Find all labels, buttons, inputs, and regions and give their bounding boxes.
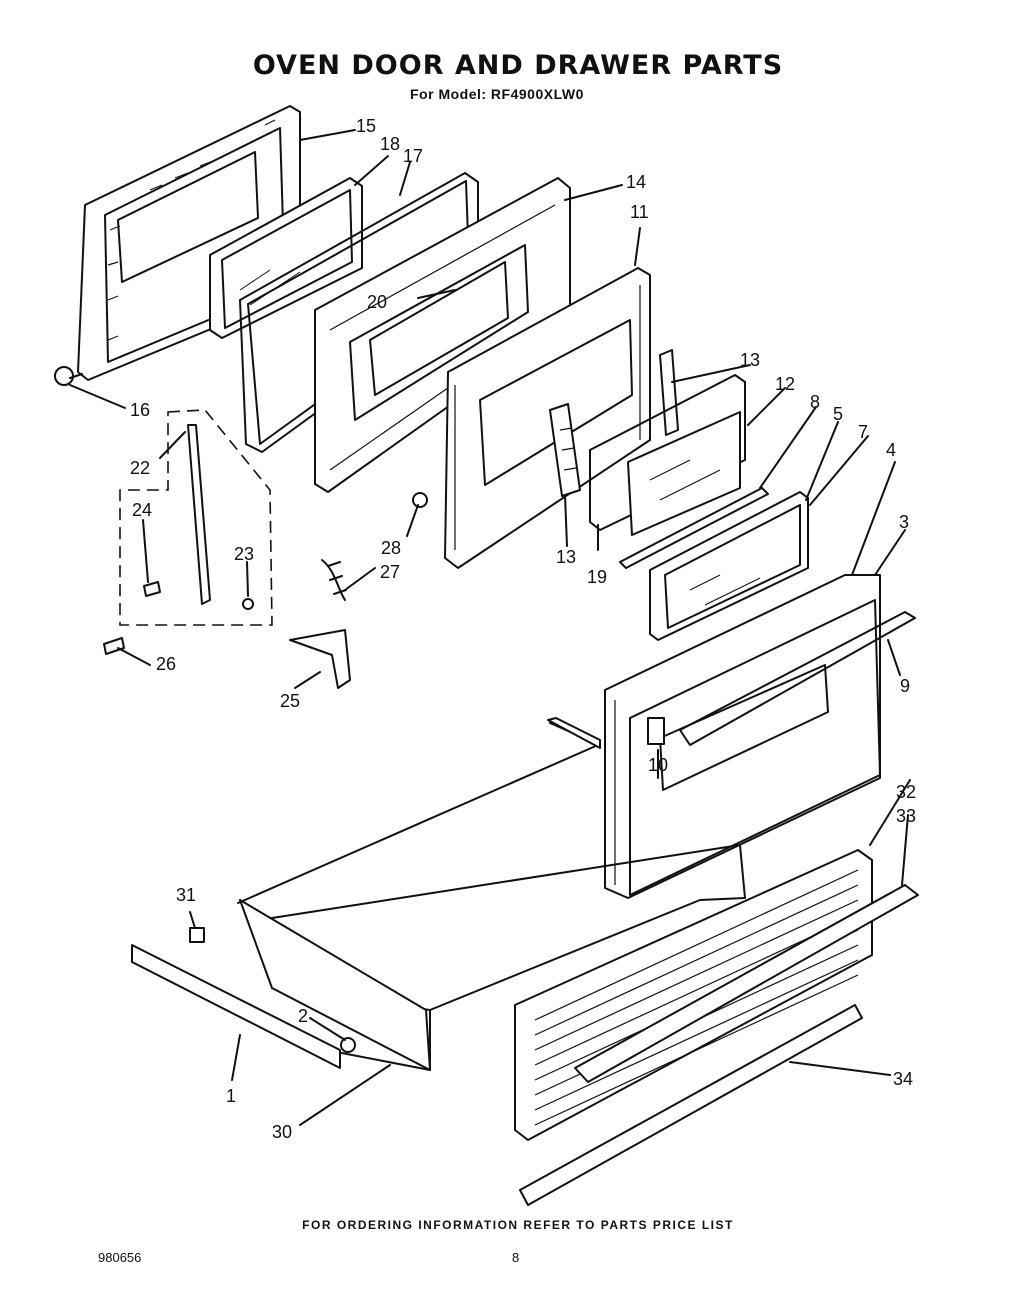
document-number: 980656 [98, 1250, 142, 1265]
callout-26: 26 [156, 654, 176, 674]
callout-28: 28 [381, 538, 401, 558]
part-11-liner [444, 267, 651, 569]
part-8-glass-strip [619, 487, 769, 569]
callout-19: 19 [587, 567, 607, 587]
part-4-outer-door [604, 574, 916, 899]
callout-12: 12 [775, 374, 795, 394]
callout-25: 25 [280, 691, 300, 711]
drawer-assembly [237, 717, 746, 1071]
page-title: OVEN DOOR AND DRAWER PARTS [252, 50, 784, 81]
callout-33: 33 [896, 806, 916, 826]
part-5-window-glass [649, 491, 809, 641]
callout-13: 13 [740, 350, 760, 370]
callout-31: 31 [176, 885, 196, 905]
part-10-latch [647, 717, 665, 745]
callout-17: 17 [403, 146, 423, 166]
callout-16: 16 [130, 400, 150, 420]
callout-7: 7 [858, 422, 868, 442]
callout-labels: 15 18 17 14 11 20 16 13 12 8 5 7 4 3 22 … [130, 116, 916, 1142]
part-13-hinge-bracket [549, 349, 679, 497]
callout-32: 32 [896, 782, 916, 802]
ordering-info-note: FOR ORDERING INFORMATION REFER TO PARTS … [302, 1218, 734, 1232]
callout-30: 30 [272, 1122, 292, 1142]
part-34-kick-plate [519, 1004, 863, 1206]
leader-lines [69, 129, 911, 1126]
callout-3: 3 [899, 512, 909, 532]
part-22-hinge-assembly [103, 409, 428, 689]
callout-27: 27 [380, 562, 400, 582]
page-number: 8 [512, 1250, 520, 1265]
model-subtitle: For Model: RF4900XLW0 [410, 86, 584, 102]
callout-1: 1 [226, 1086, 236, 1106]
callout-20: 20 [367, 292, 387, 312]
callout-13b: 13 [556, 547, 576, 567]
callout-5: 5 [833, 404, 843, 424]
part-12-glass-panel [589, 374, 746, 536]
callout-2: 2 [298, 1006, 308, 1026]
callout-18: 18 [380, 134, 400, 154]
callout-11: 11 [630, 202, 649, 222]
part-1-slide-rail [131, 927, 356, 1069]
callout-10: 10 [648, 755, 668, 775]
callout-24: 24 [132, 500, 152, 520]
callout-8: 8 [810, 392, 820, 412]
part-33-drawer-handle [574, 884, 919, 1083]
callout-22: 22 [130, 458, 150, 478]
callout-15: 15 [356, 116, 376, 136]
callout-4: 4 [886, 440, 896, 460]
callout-14: 14 [626, 172, 646, 192]
callout-34: 34 [893, 1069, 913, 1089]
callout-9: 9 [900, 676, 910, 696]
callout-23: 23 [234, 544, 254, 564]
